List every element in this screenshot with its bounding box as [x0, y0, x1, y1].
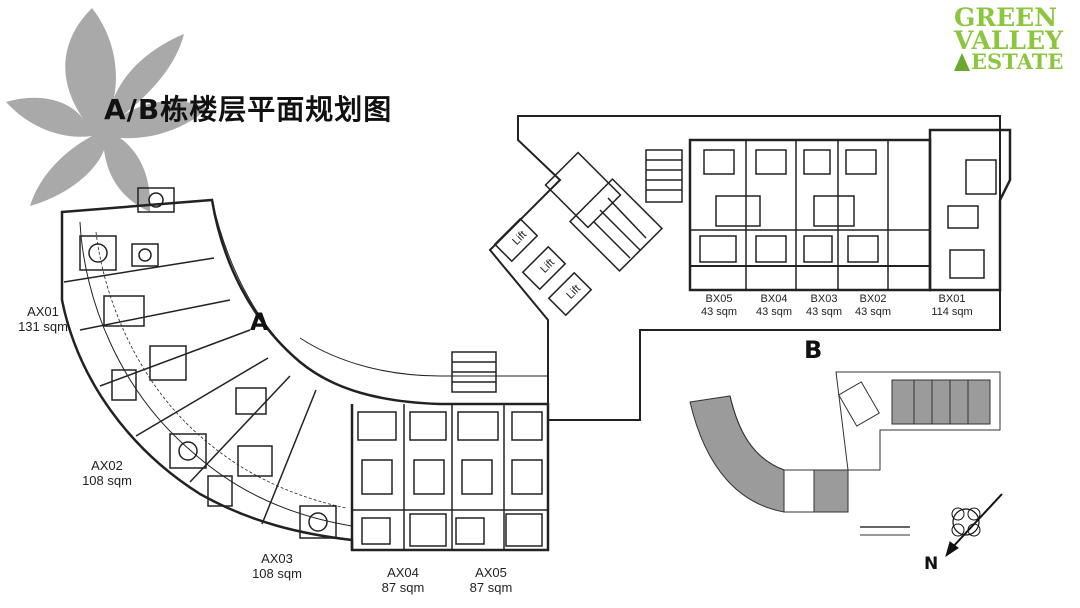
unit-label-ax05: AX05 87 sqm — [456, 565, 526, 596]
unit-label-ax03: AX03 108 sqm — [242, 551, 312, 582]
unit-name: AX03 — [261, 551, 293, 566]
logo-line-1: GREEN — [954, 3, 1058, 32]
unit-name: BX02 — [859, 293, 887, 305]
unit-name: AX05 — [475, 565, 507, 580]
unit-name: AX04 — [387, 565, 419, 580]
unit-label-ax02: AX02 108 sqm — [72, 458, 142, 489]
page-title: A/B栋楼层平面规划图 — [104, 93, 393, 126]
unit-area: 43 sqm — [805, 305, 843, 318]
unit-label-bx05: BX05 43 sqm — [692, 293, 746, 319]
unit-area: 108 sqm — [252, 566, 302, 582]
logo-triangle-icon — [954, 53, 970, 72]
building-a-label: A — [250, 308, 269, 336]
building-b-plan — [688, 128, 1012, 292]
unit-area: 131 sqm — [18, 319, 68, 335]
unit-label-bx03: BX03 43 sqm — [797, 293, 851, 319]
unit-label-bx04: BX04 43 sqm — [747, 293, 801, 319]
unit-area: 43 sqm — [700, 305, 738, 318]
brand-logo: GREEN VALLEY ESTATE — [954, 3, 1066, 74]
logo-line-2: VALLEY — [954, 26, 1063, 55]
compass-north-label: N — [924, 554, 939, 574]
leaf-decoration — [6, 8, 208, 212]
unit-area: 43 sqm — [755, 305, 793, 318]
unit-name: BX04 — [760, 293, 788, 305]
unit-area: 108 sqm — [82, 473, 132, 489]
lift-core — [488, 115, 1001, 421]
unit-area: 114 sqm — [931, 305, 973, 318]
unit-name: BX03 — [810, 293, 838, 305]
unit-name: AX01 — [27, 304, 59, 319]
unit-label-bx02: BX02 43 sqm — [846, 293, 900, 319]
compass-icon — [945, 493, 1003, 558]
building-a-plan — [60, 187, 550, 552]
unit-name: AX02 — [91, 458, 123, 473]
unit-name: BX05 — [705, 293, 733, 305]
building-b-label: B — [804, 336, 823, 364]
unit-area: 43 sqm — [854, 305, 892, 318]
unit-label-ax01: AX01 131 sqm — [8, 304, 78, 335]
unit-label-ax04: AX04 87 sqm — [368, 565, 438, 596]
unit-label-bx01: BX01 114 sqm — [920, 293, 984, 319]
unit-area: 87 sqm — [469, 580, 513, 596]
logo-line-3: ESTATE — [954, 49, 1066, 74]
key-plan — [689, 371, 1001, 536]
logo-line-3-text: ESTATE — [971, 49, 1064, 74]
unit-area: 87 sqm — [381, 580, 425, 596]
unit-name: BX01 — [938, 293, 966, 305]
